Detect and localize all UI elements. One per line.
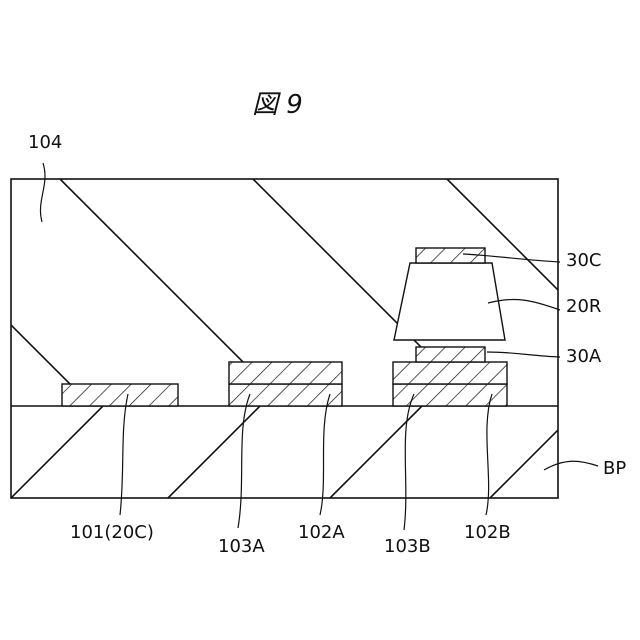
element-20r: [394, 263, 505, 340]
label-bp: BP: [603, 458, 626, 479]
label-102a: 102A: [298, 522, 345, 543]
label-20r: 20R: [566, 296, 601, 317]
label-101: 101(20C): [70, 522, 154, 543]
label-30a: 30A: [566, 346, 602, 367]
label-104: 104: [28, 132, 62, 153]
label-103a: 103A: [218, 536, 265, 557]
figure-title: 図 9: [252, 90, 303, 120]
label-30c: 30C: [566, 250, 601, 271]
label-102b: 102B: [464, 522, 511, 543]
label-103b: 103B: [384, 536, 431, 557]
